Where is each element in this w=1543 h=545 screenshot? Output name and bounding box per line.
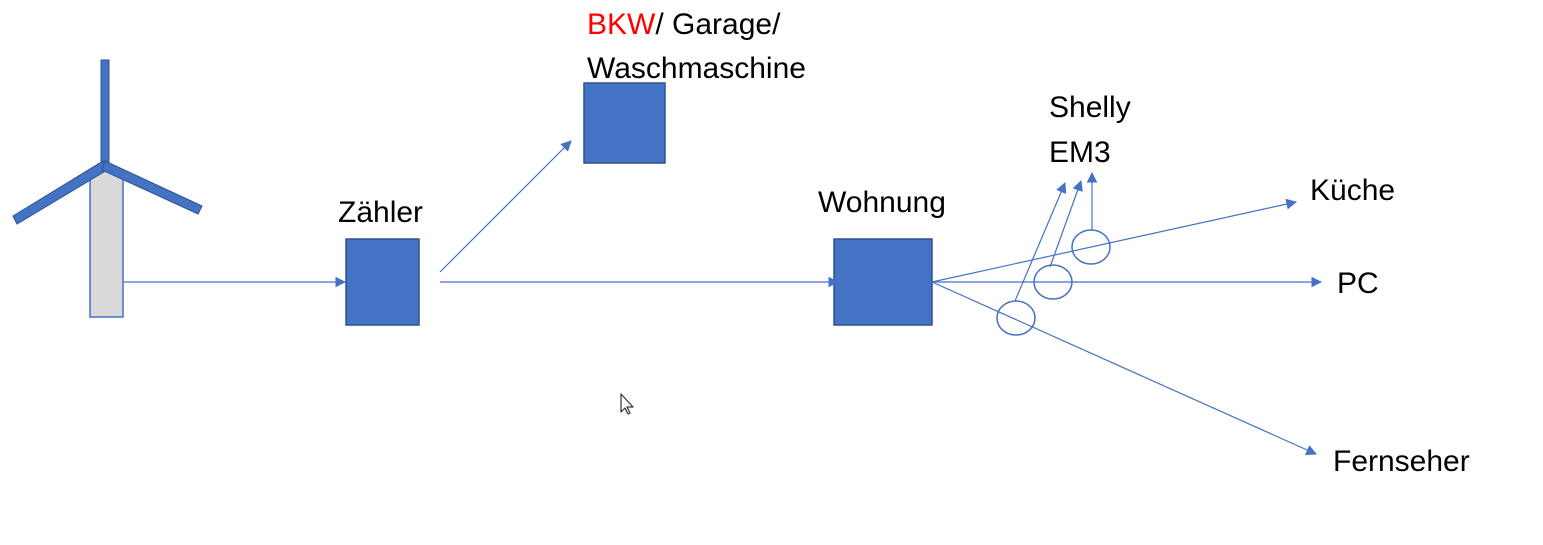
arrow-wohnung-to-fernseher (931, 281, 1317, 455)
waschmaschine-label: Waschmaschine (587, 52, 806, 85)
wohnung-box (833, 238, 933, 326)
garage-label: / Garage/ (655, 8, 781, 41)
turbine-tower (89, 169, 124, 318)
bkw-label: BKW (587, 8, 656, 41)
kueche-label: Küche (1310, 174, 1396, 207)
wind-turbine-icon (12, 59, 203, 318)
pc-label: PC (1337, 267, 1379, 300)
current-sensor-ring-fernseher (996, 300, 1036, 336)
fernseher-label: Fernseher (1333, 445, 1470, 478)
bkw-garage-label: BKW/ Garage/ (587, 3, 780, 47)
shelly-label: Shelly (1049, 91, 1131, 124)
arrow-sensor-2-to-shelly (1049, 179, 1083, 268)
zaehler-label: Zähler (338, 196, 424, 229)
current-sensor-ring-pc (1033, 264, 1073, 300)
arrow-sensor-1-to-shelly (1014, 182, 1067, 302)
wohnung-label: Wohnung (818, 186, 946, 219)
turbine-blade-right (101, 160, 203, 215)
arrow-wohnung-to-kueche (931, 198, 1298, 283)
em3-label: EM3 (1049, 136, 1111, 169)
zaehler-box (345, 238, 420, 326)
arrow-zaehler-to-bkw (439, 140, 572, 273)
turbine-blade-top (100, 59, 110, 169)
bkw-box (583, 82, 666, 164)
current-sensor-ring-kueche (1071, 229, 1111, 265)
mouse-cursor-icon (620, 393, 634, 415)
